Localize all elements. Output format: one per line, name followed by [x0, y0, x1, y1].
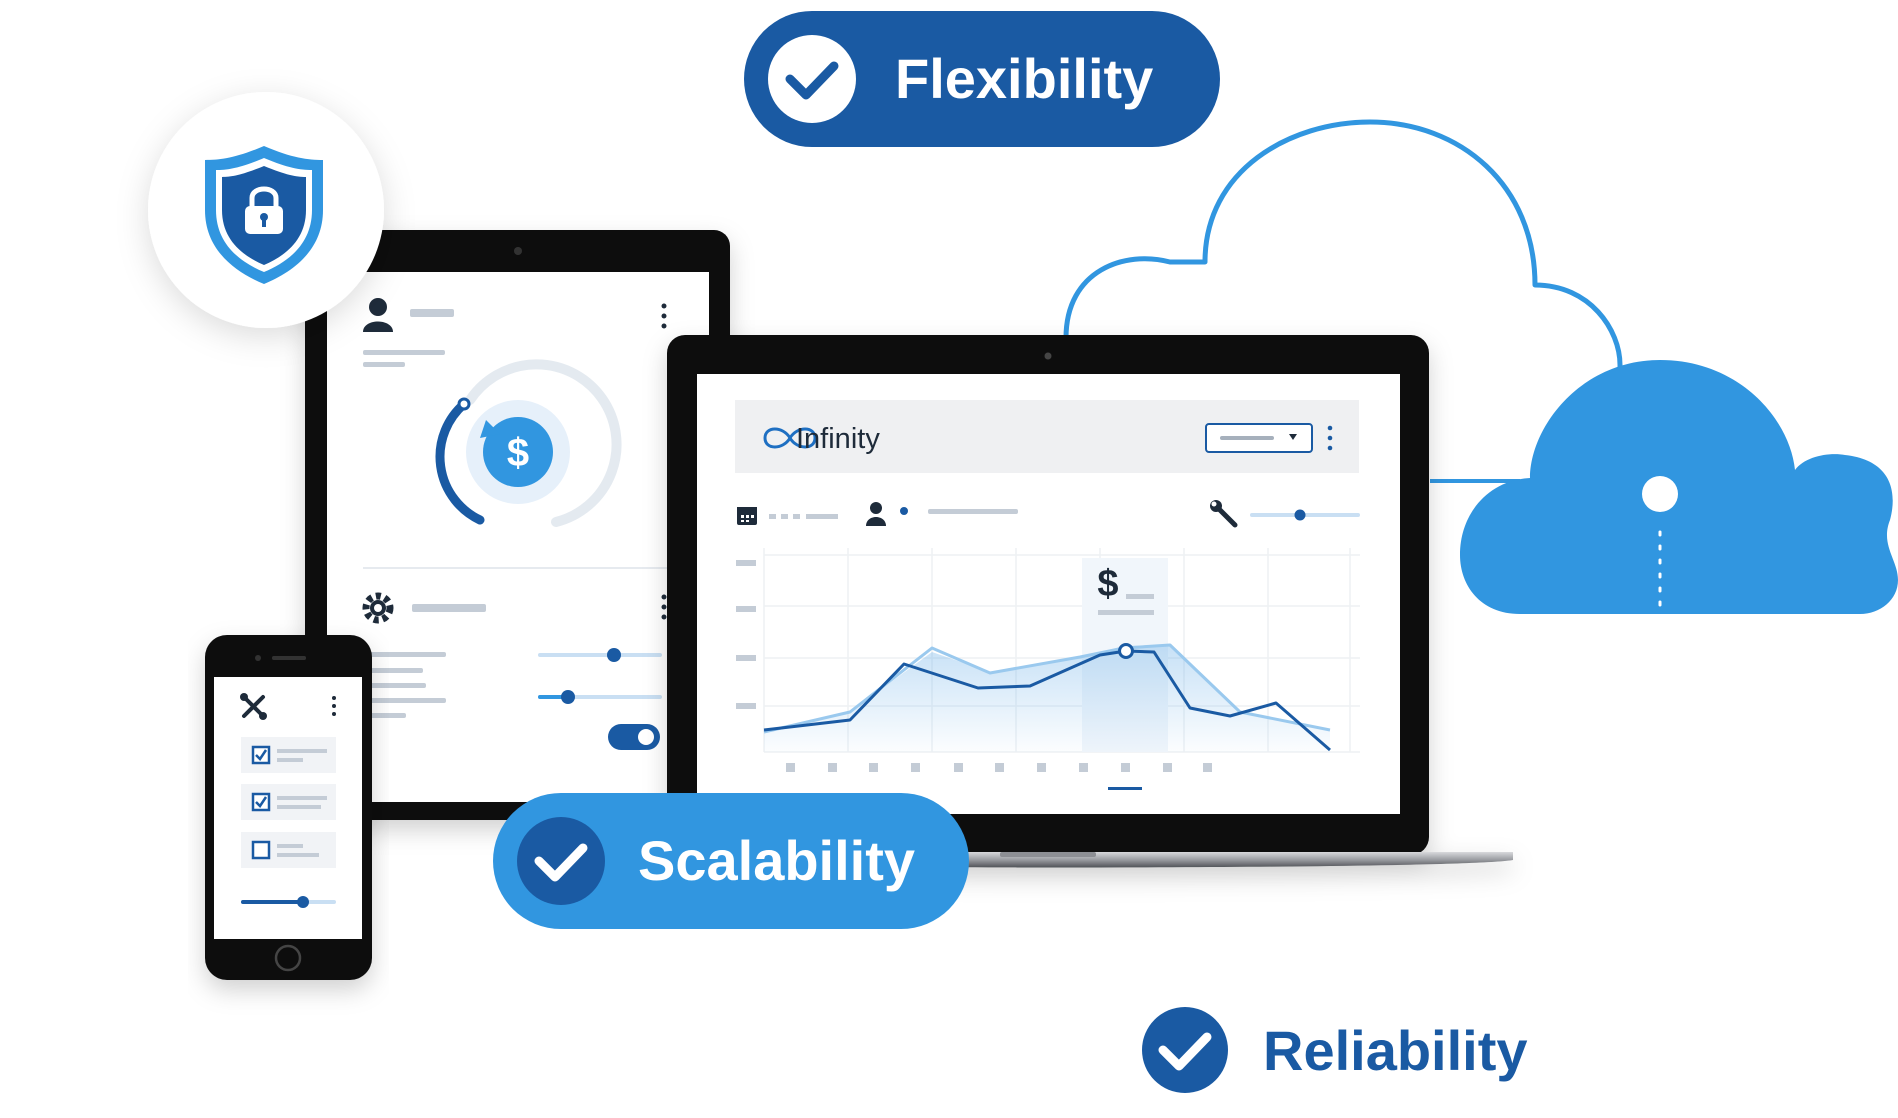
placeholder-bar	[363, 350, 445, 355]
selected-tick-indicator	[1108, 787, 1142, 790]
checklist-item[interactable]	[241, 832, 336, 868]
placeholder-bar	[769, 514, 776, 519]
placeholder-bar	[368, 713, 406, 718]
laptop-screen: Infinity	[735, 400, 1360, 790]
chart-point-marker[interactable]	[1118, 643, 1134, 659]
slider[interactable]	[538, 690, 662, 704]
slider[interactable]	[538, 648, 662, 662]
check-icon	[768, 35, 856, 123]
cloud-icon	[1460, 360, 1898, 614]
tools-icon[interactable]	[240, 693, 267, 720]
scalability-label: Scalability	[638, 829, 915, 892]
placeholder-bar	[368, 652, 446, 657]
gear-icon[interactable]	[362, 592, 394, 624]
placeholder-bar	[410, 309, 454, 317]
slider[interactable]	[241, 896, 336, 908]
more-menu-icon[interactable]	[1327, 425, 1333, 451]
dropdown-select[interactable]	[1205, 423, 1313, 453]
infinity-logo-icon	[763, 427, 817, 449]
scalability-badge: Scalability	[493, 793, 969, 929]
chevron-down-icon	[1289, 434, 1297, 440]
placeholder-bar	[368, 683, 426, 688]
placeholder-bar	[412, 604, 486, 612]
gauge-dollar-symbol: $	[507, 431, 529, 475]
tablet-screen: $	[362, 298, 680, 750]
placeholder-bar	[928, 509, 1018, 514]
reliability-badge: Reliability	[1142, 1007, 1528, 1093]
check-icon	[1142, 1007, 1228, 1093]
wrench-icon[interactable]	[1210, 500, 1238, 528]
placeholder-bar	[793, 514, 800, 519]
cloud-outline-icon	[1063, 119, 1623, 480]
flexibility-label: Flexibility	[895, 47, 1153, 110]
toggle-switch[interactable]	[608, 724, 660, 750]
slider[interactable]	[1250, 509, 1360, 521]
flexibility-badge: Flexibility	[744, 11, 1220, 147]
user-icon	[363, 298, 393, 332]
reliability-label: Reliability	[1263, 1019, 1528, 1082]
placeholder-bar	[781, 514, 788, 519]
checklist-item[interactable]	[241, 737, 336, 773]
check-icon	[517, 817, 605, 905]
more-menu-icon[interactable]	[661, 594, 667, 620]
more-menu-icon[interactable]	[332, 696, 336, 716]
user-icon[interactable]	[866, 502, 886, 526]
status-dot	[900, 507, 908, 515]
budget-gauge: $	[435, 359, 622, 527]
calendar-icon[interactable]	[737, 507, 757, 525]
shield-lock-icon	[205, 146, 323, 284]
placeholder-bar	[363, 362, 405, 367]
placeholder-bar	[368, 668, 423, 673]
checklist-item[interactable]	[241, 784, 336, 820]
app-brand-name: Infinity	[796, 423, 880, 455]
chart-dollar-symbol: $	[1097, 563, 1118, 605]
placeholder-bar	[806, 514, 838, 519]
more-menu-icon[interactable]	[661, 303, 667, 329]
revenue-chart: $	[736, 548, 1360, 790]
phone-screen	[240, 693, 336, 908]
placeholder-bar	[368, 698, 446, 703]
